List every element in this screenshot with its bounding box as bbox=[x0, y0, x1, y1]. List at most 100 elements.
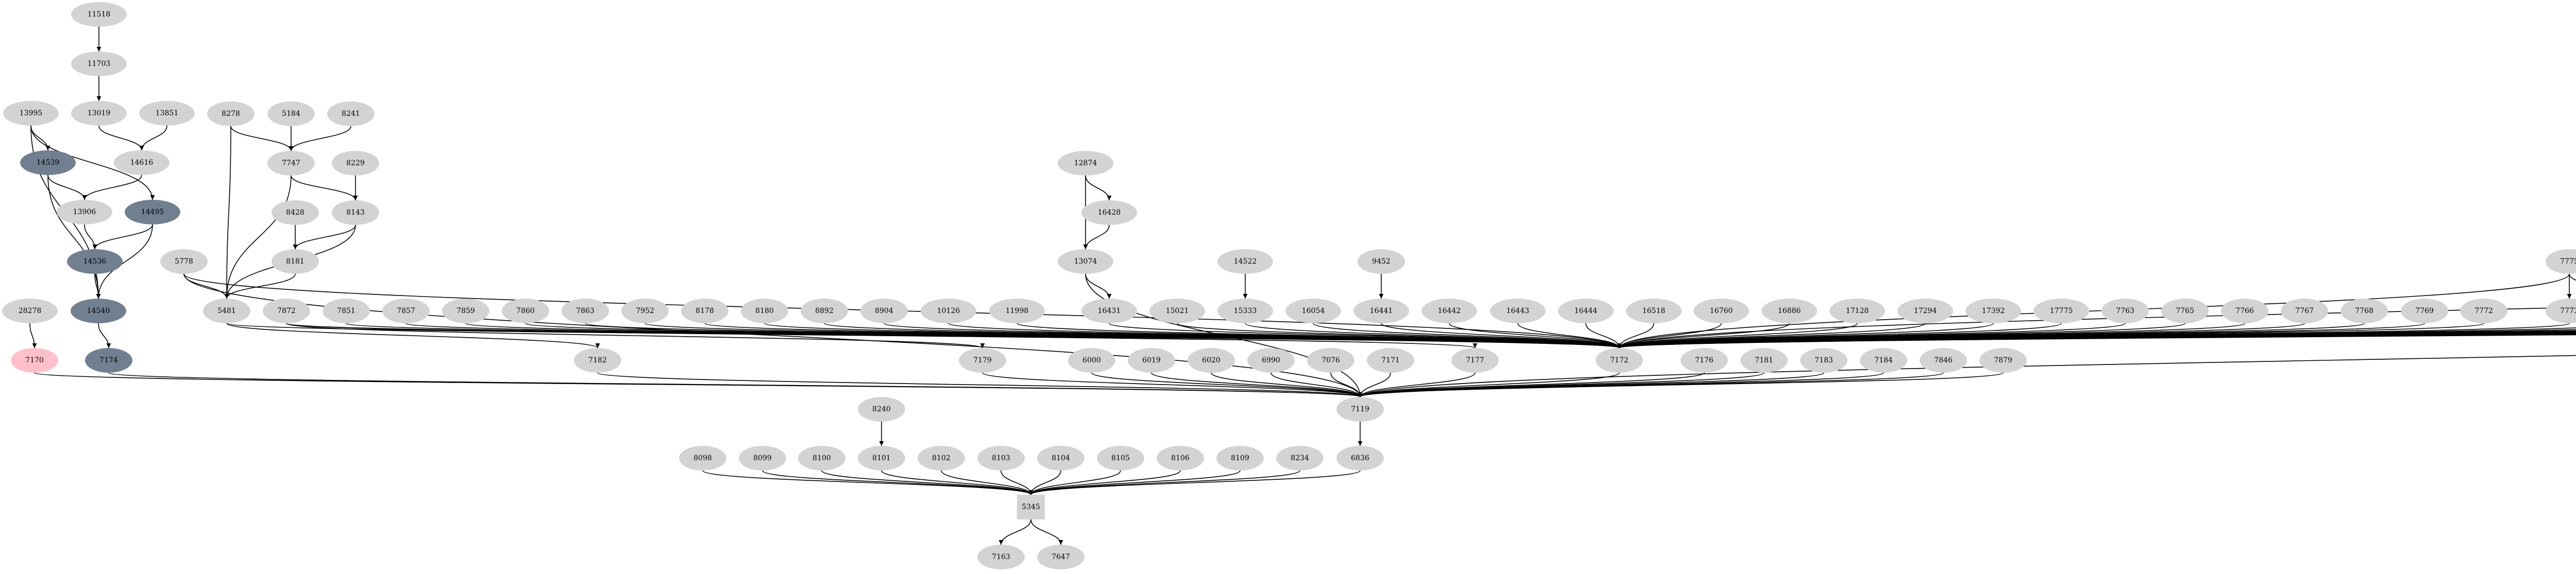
graph-node-8241[interactable]: 8241 bbox=[327, 101, 375, 126]
graph-node-16760[interactable]: 16760 bbox=[1693, 299, 1749, 323]
graph-node-7119[interactable]: 7119 bbox=[1336, 397, 1384, 422]
graph-node-6020[interactable]: 6020 bbox=[1188, 348, 1235, 373]
graph-node-14616[interactable]: 14616 bbox=[114, 150, 170, 175]
graph-node-7174[interactable]: 7174 bbox=[85, 348, 132, 373]
graph-node-13019[interactable]: 13019 bbox=[71, 101, 127, 126]
graph-node-13851[interactable]: 13851 bbox=[139, 101, 195, 126]
graph-node-8229[interactable]: 8229 bbox=[332, 151, 379, 176]
graph-node-17392[interactable]: 17392 bbox=[1965, 299, 2021, 323]
graph-node-14539[interactable]: 14539 bbox=[20, 150, 76, 175]
graph-node-7860[interactable]: 7860 bbox=[502, 299, 549, 323]
graph-node-7767[interactable]: 7767 bbox=[2281, 299, 2328, 323]
graph-node-10126[interactable]: 10126 bbox=[921, 299, 976, 323]
graph-node-17294[interactable]: 17294 bbox=[1897, 299, 1953, 323]
graph-node-7863[interactable]: 7863 bbox=[562, 299, 609, 323]
graph-node-15021[interactable]: 15021 bbox=[1149, 299, 1205, 323]
graph-node-17128[interactable]: 17128 bbox=[1829, 299, 1885, 323]
graph-node-8178[interactable]: 8178 bbox=[681, 299, 728, 323]
graph-node-5778[interactable]: 5778 bbox=[160, 249, 208, 274]
graph-node-5345[interactable]: 5345 bbox=[1017, 495, 1045, 519]
graph-node-7172[interactable]: 7172 bbox=[1596, 348, 1643, 373]
graph-node-7773[interactable]: 7773 bbox=[2546, 299, 2576, 323]
graph-node-7747[interactable]: 7747 bbox=[267, 151, 315, 176]
graph-node-7763[interactable]: 7763 bbox=[2102, 299, 2149, 323]
graph-node-7765[interactable]: 7765 bbox=[2161, 299, 2209, 323]
graph-node-7846[interactable]: 7846 bbox=[1920, 348, 1967, 373]
graph-node-7879[interactable]: 7879 bbox=[1979, 348, 2027, 373]
graph-node-16431[interactable]: 16431 bbox=[1081, 299, 1137, 323]
graph-node-7772[interactable]: 7772 bbox=[2460, 299, 2507, 323]
graph-node-5184[interactable]: 5184 bbox=[267, 101, 315, 126]
graph-node-7872[interactable]: 7872 bbox=[263, 299, 310, 323]
graph-node-6836[interactable]: 6836 bbox=[1336, 446, 1384, 471]
graph-node-13995[interactable]: 13995 bbox=[3, 101, 59, 126]
graph-node-8101[interactable]: 8101 bbox=[858, 446, 905, 471]
graph-node-28278[interactable]: 28278 bbox=[2, 299, 58, 323]
graph-node-16444[interactable]: 16444 bbox=[1558, 299, 1614, 323]
graph-node-8428[interactable]: 8428 bbox=[272, 200, 319, 225]
graph-node-14536[interactable]: 14536 bbox=[67, 249, 123, 274]
graph-node-7183[interactable]: 7183 bbox=[1800, 348, 1848, 373]
graph-node-8143[interactable]: 8143 bbox=[332, 200, 379, 225]
graph-node-8278[interactable]: 8278 bbox=[207, 101, 255, 126]
graph-node-7163[interactable]: 7163 bbox=[977, 545, 1025, 569]
graph-node-8105[interactable]: 8105 bbox=[1097, 446, 1144, 471]
graph-node-8234[interactable]: 8234 bbox=[1276, 446, 1324, 471]
graph-node-7179[interactable]: 7179 bbox=[959, 348, 1006, 373]
graph-node-7857[interactable]: 7857 bbox=[382, 299, 430, 323]
graph-node-8106[interactable]: 8106 bbox=[1157, 446, 1204, 471]
graph-node-7076[interactable]: 7076 bbox=[1307, 348, 1354, 373]
graph-node-7766[interactable]: 7766 bbox=[2221, 299, 2268, 323]
graph-node-16054[interactable]: 16054 bbox=[1285, 299, 1341, 323]
graph-node-16441[interactable]: 16441 bbox=[1353, 299, 1409, 323]
graph-node-8102[interactable]: 8102 bbox=[918, 446, 965, 471]
graph-node-8103[interactable]: 8103 bbox=[977, 446, 1025, 471]
graph-node-8098[interactable]: 8098 bbox=[679, 446, 726, 471]
graph-node-8180[interactable]: 8180 bbox=[741, 299, 788, 323]
graph-node-12874[interactable]: 12874 bbox=[1058, 151, 1113, 176]
graph-node-7184[interactable]: 7184 bbox=[1860, 348, 1907, 373]
graph-node-8104[interactable]: 8104 bbox=[1037, 446, 1084, 471]
graph-node-8892[interactable]: 8892 bbox=[801, 299, 848, 323]
graph-node-11518[interactable]: 11518 bbox=[71, 2, 127, 27]
graph-node-16428[interactable]: 16428 bbox=[1081, 200, 1137, 225]
graph-node-8904[interactable]: 8904 bbox=[860, 299, 908, 323]
graph-node-7859[interactable]: 7859 bbox=[442, 299, 489, 323]
graph-node-8100[interactable]: 8100 bbox=[798, 446, 845, 471]
graph-node-7775[interactable]: 7775 bbox=[2546, 249, 2576, 274]
graph-node-16886[interactable]: 16886 bbox=[1761, 299, 1817, 323]
graph-node-8240[interactable]: 8240 bbox=[858, 397, 905, 422]
graph-node-6019[interactable]: 6019 bbox=[1128, 348, 1175, 373]
graph-node-7182[interactable]: 7182 bbox=[574, 348, 621, 373]
graph-node-11703[interactable]: 11703 bbox=[71, 51, 127, 76]
edge-13851-to-14616 bbox=[139, 125, 167, 151]
graph-node-17775[interactable]: 17775 bbox=[2033, 299, 2089, 323]
graph-node-8181[interactable]: 8181 bbox=[272, 249, 319, 274]
graph-node-7181[interactable]: 7181 bbox=[1740, 348, 1788, 373]
graph-node-7647[interactable]: 7647 bbox=[1037, 545, 1084, 569]
graph-node-7177[interactable]: 7177 bbox=[1451, 348, 1499, 373]
graph-node-7171[interactable]: 7171 bbox=[1367, 348, 1414, 373]
graph-node-16518[interactable]: 16518 bbox=[1626, 299, 1682, 323]
graph-node-6000[interactable]: 6000 bbox=[1068, 348, 1115, 373]
graph-node-8099[interactable]: 8099 bbox=[739, 446, 786, 471]
graph-node-15333[interactable]: 15333 bbox=[1217, 299, 1273, 323]
graph-node-6990[interactable]: 6990 bbox=[1247, 348, 1295, 373]
graph-node-16443[interactable]: 16443 bbox=[1490, 299, 1546, 323]
graph-node-7952[interactable]: 7952 bbox=[621, 299, 669, 323]
graph-node-14495[interactable]: 14495 bbox=[125, 200, 180, 224]
graph-node-7769[interactable]: 7769 bbox=[2401, 299, 2448, 323]
graph-node-14522[interactable]: 14522 bbox=[1217, 249, 1273, 274]
graph-node-13906[interactable]: 13906 bbox=[57, 200, 112, 224]
graph-node-9452[interactable]: 9452 bbox=[1358, 249, 1405, 274]
graph-node-7851[interactable]: 7851 bbox=[323, 299, 370, 323]
graph-node-7176[interactable]: 7176 bbox=[1681, 348, 1728, 373]
graph-node-14540[interactable]: 14540 bbox=[71, 299, 126, 323]
graph-node-16442[interactable]: 16442 bbox=[1421, 299, 1477, 323]
graph-node-13074[interactable]: 13074 bbox=[1058, 249, 1113, 274]
graph-node-11998[interactable]: 11998 bbox=[989, 299, 1045, 323]
graph-node-5481[interactable]: 5481 bbox=[203, 299, 250, 323]
graph-node-7170[interactable]: 7170 bbox=[11, 348, 58, 373]
graph-node-7768[interactable]: 7768 bbox=[2341, 299, 2388, 323]
graph-node-8109[interactable]: 8109 bbox=[1216, 446, 1264, 471]
